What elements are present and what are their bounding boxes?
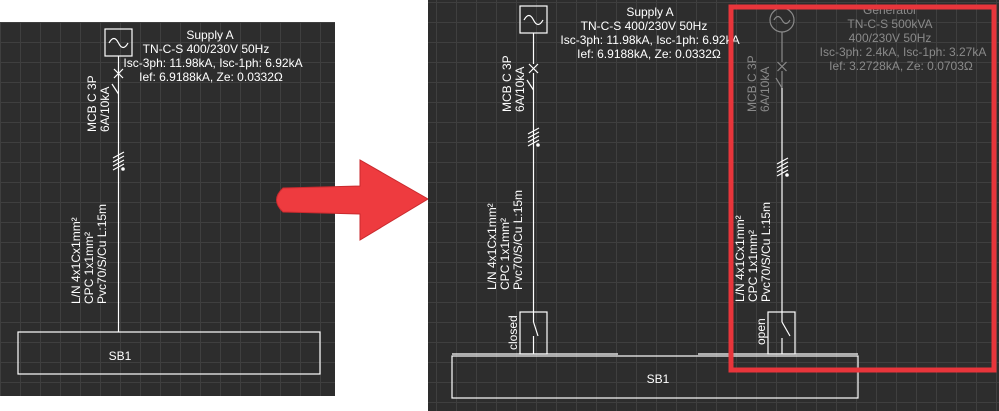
mcb-label-line1: MCB C 3P <box>85 75 99 132</box>
cable-a-label: L/N 4x1Cx1mm² CPC 1x1mm² Pvc70/S/Cu L:15… <box>485 190 525 290</box>
mcb-gen-label-line1: MCB C 3P <box>745 55 759 112</box>
generator-system: TN-C-S 500kVA <box>847 17 932 31</box>
sb1-board[interactable] <box>17 331 321 375</box>
switch-b[interactable] <box>767 311 796 355</box>
mcb-a-label-line2: 6A/10kA <box>513 67 527 112</box>
switch-a[interactable] <box>519 311 548 355</box>
breaker-contact <box>111 83 120 95</box>
switch-b-state: open <box>754 318 768 345</box>
cable-label-line2: CPC 1x1mm² <box>82 232 96 304</box>
generator-isc: Isc-3ph: 2.4kA, Isc-1ph: 3.27kA <box>820 45 987 59</box>
sb1-label-after: SB1 <box>647 372 670 386</box>
switch-a-state-text: closed <box>506 315 520 350</box>
mcb-gen-label: MCB C 3P 6A/10kA <box>745 55 772 112</box>
generator-symbol[interactable] <box>769 7 795 33</box>
supply-a-symbol[interactable] <box>104 28 133 57</box>
supply-a-symbol-after[interactable] <box>519 5 548 34</box>
supply-a-system: TN-C-S 400/230V 50Hz <box>143 42 270 56</box>
switch-a-blade <box>532 321 539 337</box>
cable-gen-label-line3: Pvc70/S/Cu L:15m <box>759 202 773 302</box>
supply-a-isc: Isc-3ph: 11.98kA, Isc-1ph: 6.92kA <box>123 56 302 70</box>
diagram-after-canvas: Supply A TN-C-S 400/230V 50Hz Isc-3ph: 1… <box>451 3 997 399</box>
mcb-cross-icon <box>528 63 539 74</box>
cable-label-line1: L/N 4x1Cx1mm² <box>69 217 83 304</box>
generator-highlight-frame <box>728 4 997 373</box>
supply-a-name: Supply A <box>186 28 233 42</box>
mcb-label: MCB C 3P 6A/10kA <box>85 75 112 132</box>
sine-wave-icon <box>108 37 129 49</box>
cable-a-label-line3: Pvc70/S/Cu L:15m <box>511 190 525 290</box>
cable-gen-label-line2: CPC 1x1mm² <box>746 230 760 302</box>
cable-marks-icon <box>776 157 789 177</box>
breaker-a-contact <box>526 79 535 91</box>
generator-ief: Ief: 3.2728kA, Ze: 0.0703Ω <box>829 59 973 73</box>
switch-b-state-text: open <box>754 318 768 345</box>
mcb-cross-icon <box>113 68 124 79</box>
diagram-before: Supply A TN-C-S 400/230V 50Hz Isc-3ph: 1… <box>0 22 335 396</box>
breaker-gen-contact <box>775 77 783 89</box>
supply-a-isc-after: Isc-3ph: 11.98kA, Isc-1ph: 6.92kA <box>560 33 739 47</box>
cable-a-label-line2: CPC 1x1mm² <box>498 218 512 290</box>
sine-wave-icon <box>523 14 544 26</box>
mcb-cross-icon <box>777 61 787 72</box>
generator-voltage: 400/230V 50Hz <box>849 31 932 45</box>
sine-wave-icon <box>773 15 791 25</box>
cable-label-line3: Pvc70/S/Cu L:15m <box>95 204 109 304</box>
cable-a-label-line1: L/N 4x1Cx1mm² <box>485 203 499 290</box>
mcb-label-line2: 6A/10kA <box>98 87 112 132</box>
cable-gen-label-line1: L/N 4x1Cx1mm² <box>733 215 747 302</box>
mcb-a-label: MCB C 3P 6A/10kA <box>500 55 527 112</box>
mcb-a-label-line1: MCB C 3P <box>500 55 514 112</box>
mcb-gen-label-line2: 6A/10kA <box>758 67 772 112</box>
cable-gen-label: L/N 4x1Cx1mm² CPC 1x1mm² Pvc70/S/Cu L:15… <box>733 202 773 302</box>
switch-a-state: closed <box>506 315 520 350</box>
sb1-board-after[interactable] <box>451 355 859 399</box>
cable-label: L/N 4x1Cx1mm² CPC 1x1mm² Pvc70/S/Cu L:15… <box>69 204 109 304</box>
supply-a-ief-after: Ief: 6.9188kA, Ze: 0.0332Ω <box>577 47 721 61</box>
sb1-label: SB1 <box>109 349 132 363</box>
cable-marks-icon <box>527 127 540 147</box>
diagram-after: Supply A TN-C-S 400/230V 50Hz Isc-3ph: 1… <box>428 0 999 411</box>
diagram-before-canvas: Supply A TN-C-S 400/230V 50Hz Isc-3ph: 1… <box>17 28 321 375</box>
supply-a-name-after: Supply A <box>626 5 673 19</box>
supply-a-system-after: TN-C-S 400/230V 50Hz <box>581 19 708 33</box>
switch-b-blade <box>781 321 791 337</box>
supply-a-ief: Ief: 6.9188kA, Ze: 0.0332Ω <box>139 70 283 84</box>
cable-marks-icon <box>112 151 125 171</box>
